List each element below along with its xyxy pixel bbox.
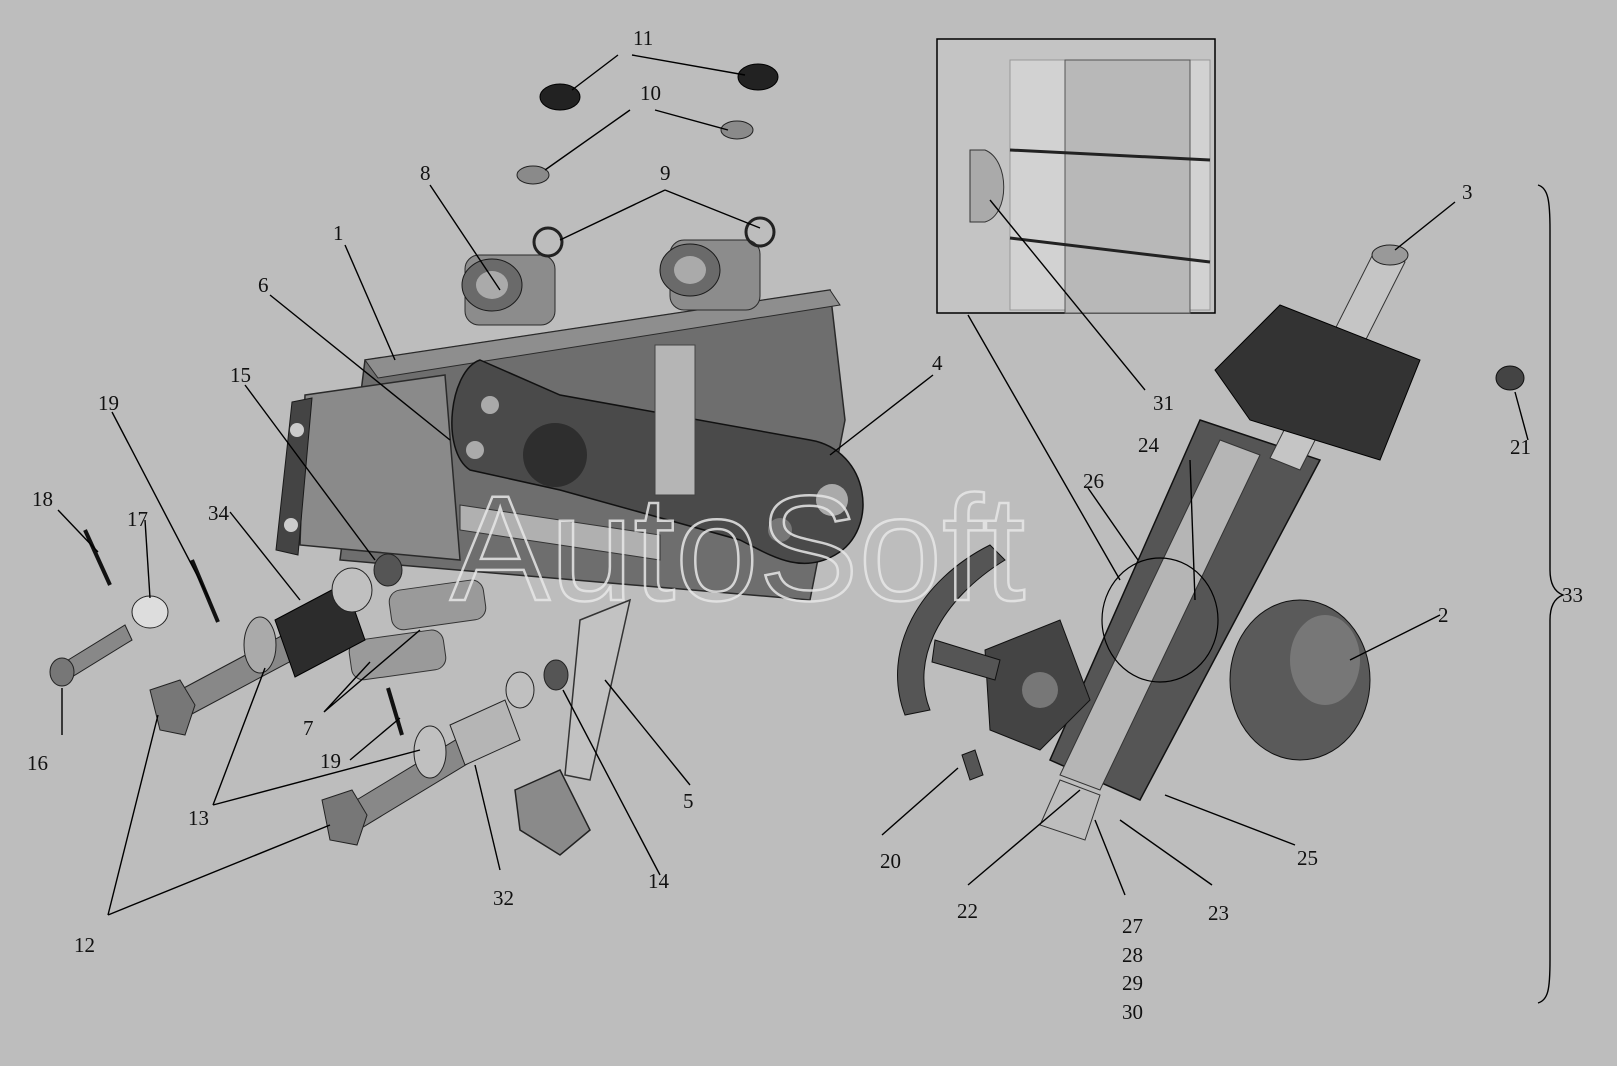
label-10: 10 xyxy=(640,81,661,105)
nut-21 xyxy=(1495,365,1525,391)
support-bar xyxy=(654,344,696,496)
label-21: 21 xyxy=(1510,435,1531,459)
label-8: 8 xyxy=(420,161,431,185)
bolt-lower-head xyxy=(321,789,368,846)
column-top-bracket xyxy=(1214,304,1421,461)
label-23: 23 xyxy=(1208,901,1229,925)
spring-upper xyxy=(388,579,487,631)
label-12: 12 xyxy=(74,933,95,957)
label-29: 29 xyxy=(1122,971,1143,995)
mounting-flange xyxy=(275,397,313,556)
washer-32-a xyxy=(505,671,535,709)
washer-14 xyxy=(543,659,569,691)
washer-15-b xyxy=(373,553,403,587)
washer-15-a xyxy=(331,567,373,613)
washer-13-lower xyxy=(413,725,447,779)
watermark: AutoSoft xyxy=(450,464,1025,632)
label-1: 1 xyxy=(333,221,344,245)
label-19b: 19 xyxy=(320,749,341,773)
flange-hole xyxy=(284,518,298,532)
washer-17 xyxy=(131,595,169,629)
spring-lower xyxy=(348,629,447,681)
pivot-shaft xyxy=(459,504,661,561)
lever-hub xyxy=(523,423,587,487)
detail-inset xyxy=(936,38,1216,314)
leader-lines xyxy=(57,54,1565,1004)
flange-hole xyxy=(290,423,304,437)
inset-ring xyxy=(1009,148,1211,162)
label-28: 28 xyxy=(1122,943,1143,967)
flange-hole xyxy=(1022,672,1058,708)
label-9: 9 xyxy=(660,161,671,185)
label-11: 11 xyxy=(633,26,653,50)
label-20: 20 xyxy=(880,849,901,873)
detail-circle xyxy=(1101,557,1219,683)
bolt-upper-head xyxy=(149,679,196,736)
lever-hole xyxy=(816,484,848,516)
spring-clip-right xyxy=(744,216,776,248)
label-19a: 19 xyxy=(98,391,119,415)
label-30: 30 xyxy=(1122,1000,1143,1024)
label-17: 17 xyxy=(127,507,148,531)
label-34: 34 xyxy=(208,501,230,525)
label-7: 7 xyxy=(303,716,314,740)
inset-ring xyxy=(1009,236,1211,264)
bolt-16-head xyxy=(49,657,75,687)
spring-clip-left xyxy=(532,226,564,258)
label-18: 18 xyxy=(32,487,53,511)
label-5: 5 xyxy=(683,789,694,813)
washer-right xyxy=(720,120,754,140)
label-2: 2 xyxy=(1438,603,1449,627)
label-13: 13 xyxy=(188,806,209,830)
label-32: 32 xyxy=(493,886,514,910)
pedal-bracket-assembly xyxy=(49,63,864,856)
inset-key xyxy=(969,149,1005,223)
nut-left xyxy=(539,83,581,111)
washer-left xyxy=(516,165,550,185)
label-6: 6 xyxy=(258,273,269,297)
label-14: 14 xyxy=(648,869,670,893)
bracket-top-face xyxy=(364,289,841,379)
sleeve-short xyxy=(449,699,521,766)
side-plate xyxy=(299,374,461,561)
pedal-arm xyxy=(564,598,632,781)
bracket-2-face xyxy=(1290,615,1360,705)
callout-labels: 11 10 8 9 1 6 4 15 19 18 17 34 7 19 16 1… xyxy=(27,26,1583,1024)
steering-column-assembly xyxy=(897,244,1525,841)
label-31: 31 xyxy=(1153,391,1174,415)
lever-hole xyxy=(481,396,499,414)
inset-shaft xyxy=(1064,59,1191,314)
bushing-left xyxy=(461,254,556,326)
label-3: 3 xyxy=(1462,180,1473,204)
lever-hole xyxy=(768,518,792,542)
label-24: 24 xyxy=(1138,433,1160,457)
label-25: 25 xyxy=(1297,846,1318,870)
pedal-pad xyxy=(514,769,591,856)
shaft-tip xyxy=(1371,244,1409,266)
lower-sleeve xyxy=(1039,779,1101,841)
washer-13-upper xyxy=(243,616,277,674)
label-22: 22 xyxy=(957,899,978,923)
segment-arm xyxy=(931,639,1001,681)
shift-segment xyxy=(897,544,1006,716)
label-26: 26 xyxy=(1083,469,1104,493)
label-16: 16 xyxy=(27,751,48,775)
label-27: 27 xyxy=(1122,914,1143,938)
inner-shaft xyxy=(1059,439,1261,791)
cotter-pin-19b xyxy=(386,687,404,736)
label-33: 33 xyxy=(1562,583,1583,607)
bushing-right xyxy=(659,239,761,311)
brace-33 xyxy=(1537,184,1565,1004)
nut-right xyxy=(737,63,779,91)
label-4: 4 xyxy=(932,351,943,375)
pin-20 xyxy=(961,749,984,781)
label-15: 15 xyxy=(230,363,251,387)
lever-hole xyxy=(466,441,484,459)
cotter-pin-18 xyxy=(83,529,112,586)
